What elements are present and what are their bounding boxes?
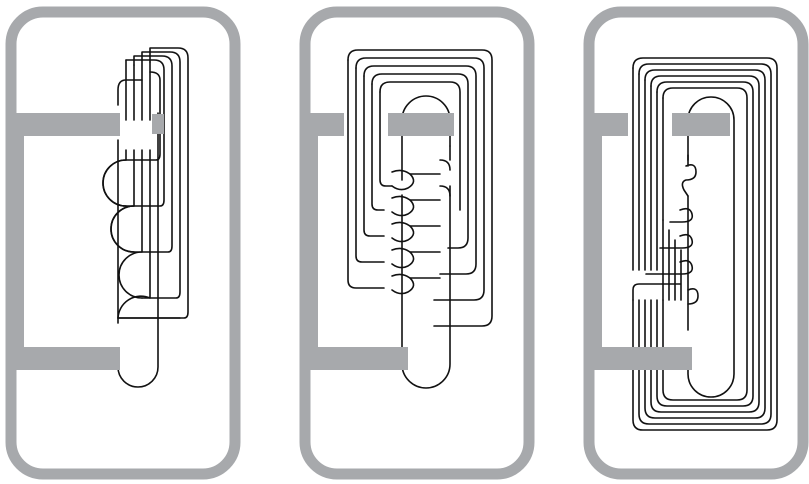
panel-2 — [305, 12, 529, 474]
panel-2-upper-bar-left — [305, 113, 344, 136]
panel-3-upper-bar-left — [589, 113, 628, 136]
panel-2-strands — [348, 50, 492, 388]
panel-1-upper-bar — [11, 113, 120, 136]
panel-1-upper-bar-tab — [152, 114, 164, 134]
panel-3-left-bar — [589, 113, 602, 363]
panel-1-lower-bar — [11, 347, 120, 370]
panel-3-upper-bar-right — [672, 113, 730, 136]
panel-2-upper-bar-right — [388, 113, 454, 136]
panel-2-lower-bar — [305, 347, 408, 370]
panel-1-strands — [103, 48, 188, 387]
panel-1 — [11, 12, 235, 474]
panel-1-left-bar — [11, 113, 24, 363]
panel-2-left-bar — [305, 113, 318, 363]
panel-3 — [589, 12, 803, 474]
panel-3-lower-bar — [589, 347, 692, 370]
